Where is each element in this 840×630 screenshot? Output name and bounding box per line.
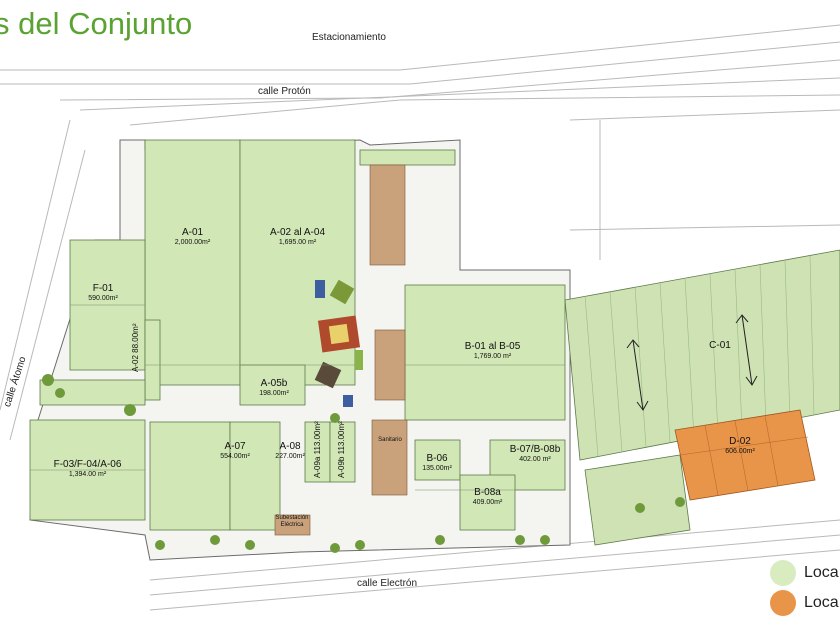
legend-swatch-green: [770, 560, 796, 586]
page-title: s del Conjunto: [0, 6, 193, 41]
legend-item-green: Loca: [770, 560, 839, 586]
substation-label: Subestación Eléctrica: [275, 515, 309, 528]
street-label-parking: Estacionamiento: [312, 32, 386, 43]
road-lines: [0, 24, 840, 611]
legend-label-green: Loca: [804, 564, 839, 581]
legend-label-orange: Loca: [804, 594, 839, 611]
unit-a08: [229, 421, 281, 531]
unit-a07: [149, 421, 231, 531]
unit-a05b: [239, 364, 306, 406]
unit-label-a09a: A-09a 113.00m²: [313, 421, 322, 478]
unit-d02: [674, 409, 816, 501]
unit-lower-green: [584, 454, 691, 546]
unit-a01: [144, 139, 241, 386]
unit-label-a02-small: A-02 88.00m²: [131, 323, 140, 373]
unit-label-a09b: A-09b 113.00m²: [337, 421, 346, 478]
trees: [42, 374, 685, 553]
unit-c01: [564, 249, 840, 461]
plaza-elements: [314, 279, 363, 407]
service-blocks: [274, 164, 408, 536]
c01-arrows: [626, 314, 758, 411]
unit-b01-b05: [404, 284, 566, 421]
street-label-south: calle Electrón: [357, 578, 418, 589]
legend-swatch-orange: [770, 590, 796, 616]
sanitarios-label: Sanitario: [378, 437, 402, 443]
unit-label-c01: C-01: [709, 340, 731, 351]
interior-lines: [30, 304, 565, 491]
unit-a02-small: [144, 319, 161, 401]
unit-a09b: [329, 421, 356, 483]
legend-item-orange: Loca: [770, 590, 839, 616]
unit-a09a: [304, 421, 331, 483]
unit-right-strip: [359, 149, 456, 166]
unit-b06: [414, 439, 461, 481]
unit-b08a: [459, 474, 516, 531]
street-label-north: calle Protón: [258, 86, 311, 97]
